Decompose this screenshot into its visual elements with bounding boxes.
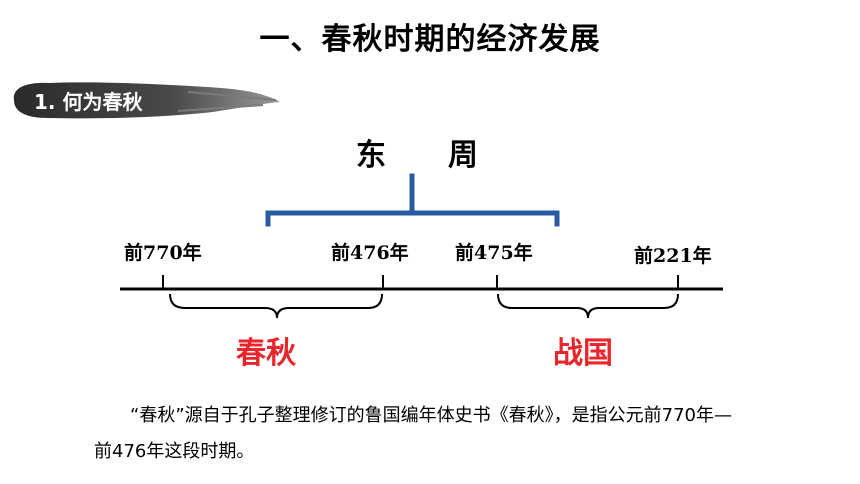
year-label-475bc: 前475年	[455, 242, 533, 264]
brush-stroke-banner	[13, 82, 281, 119]
description-paragraph: “春秋”源自于孔子整理修订的鲁国编年体史书《春秋》，是指公元前770年—前476…	[94, 405, 733, 462]
period-label-spring-autumn: 春秋	[236, 336, 296, 371]
section-label: 1. 何为春秋	[34, 90, 143, 114]
page-title: 一、春秋时期的经济发展	[259, 22, 601, 57]
era-label-zhou: 周	[448, 138, 478, 173]
eastern-zhou-bracket	[265, 173, 560, 227]
warring-states-brace	[497, 293, 679, 319]
year-label-770bc: 前770年	[124, 242, 202, 264]
spring-autumn-brace	[169, 293, 383, 319]
era-label-dong: 东	[356, 138, 386, 173]
year-label-476bc: 前476年	[331, 242, 409, 264]
year-label-221bc: 前221年	[634, 245, 712, 267]
timeline-ticks	[162, 275, 679, 289]
period-label-warring-states: 战国	[553, 336, 613, 371]
